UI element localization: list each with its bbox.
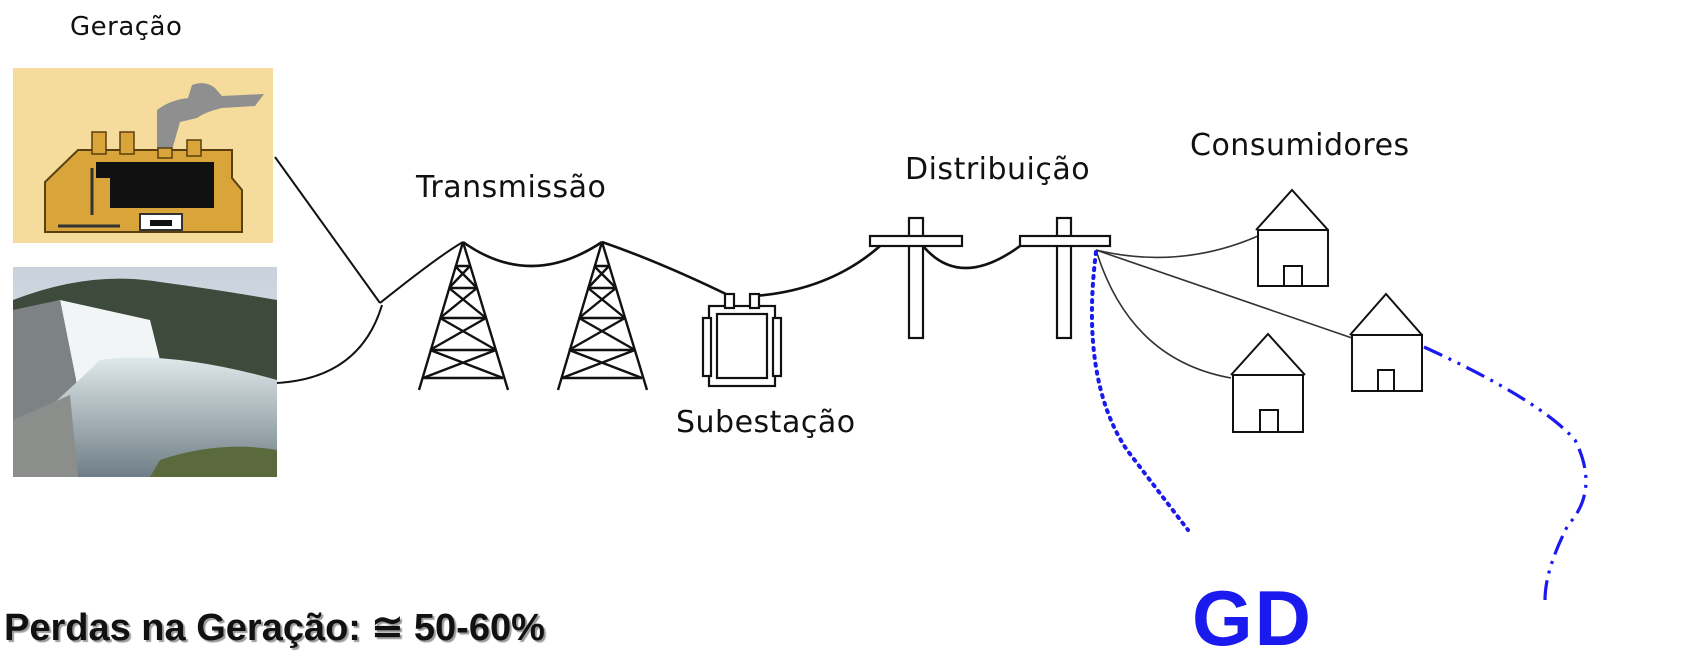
hydro-dam-image: [13, 267, 277, 477]
distribution-pole-icon-1: [868, 216, 964, 340]
house-icon-2: [1349, 292, 1423, 392]
consumers-label: Consumidores: [1190, 128, 1410, 163]
transmission-tower-icon-2: [556, 241, 649, 391]
generation-wires: [274, 156, 464, 384]
house-icon-3: [1230, 332, 1306, 433]
generation-losses-text: Perdas na Geração: ≅ 50-60%: [4, 607, 545, 649]
distribution-line: [922, 244, 1021, 270]
thermal-plant-icon: [13, 68, 273, 243]
distribution-label: Distribuição: [905, 152, 1091, 187]
generation-label: Geração: [70, 12, 183, 42]
substation-transformer-icon: [701, 292, 783, 388]
substation-label: Subestação: [676, 405, 856, 440]
transmission-lines: [462, 240, 881, 298]
distribution-pole-icon-2: [1018, 216, 1112, 340]
transmission-tower-icon-1: [417, 241, 510, 391]
gd-dotted-connection: [1089, 250, 1190, 532]
service-drop-wires: [1095, 235, 1353, 379]
house-icon-1: [1255, 188, 1329, 287]
gd-dashdot-connection: [1423, 345, 1588, 601]
transmission-label: Transmissão: [416, 170, 607, 205]
distributed-generation-label: GD: [1192, 574, 1313, 662]
